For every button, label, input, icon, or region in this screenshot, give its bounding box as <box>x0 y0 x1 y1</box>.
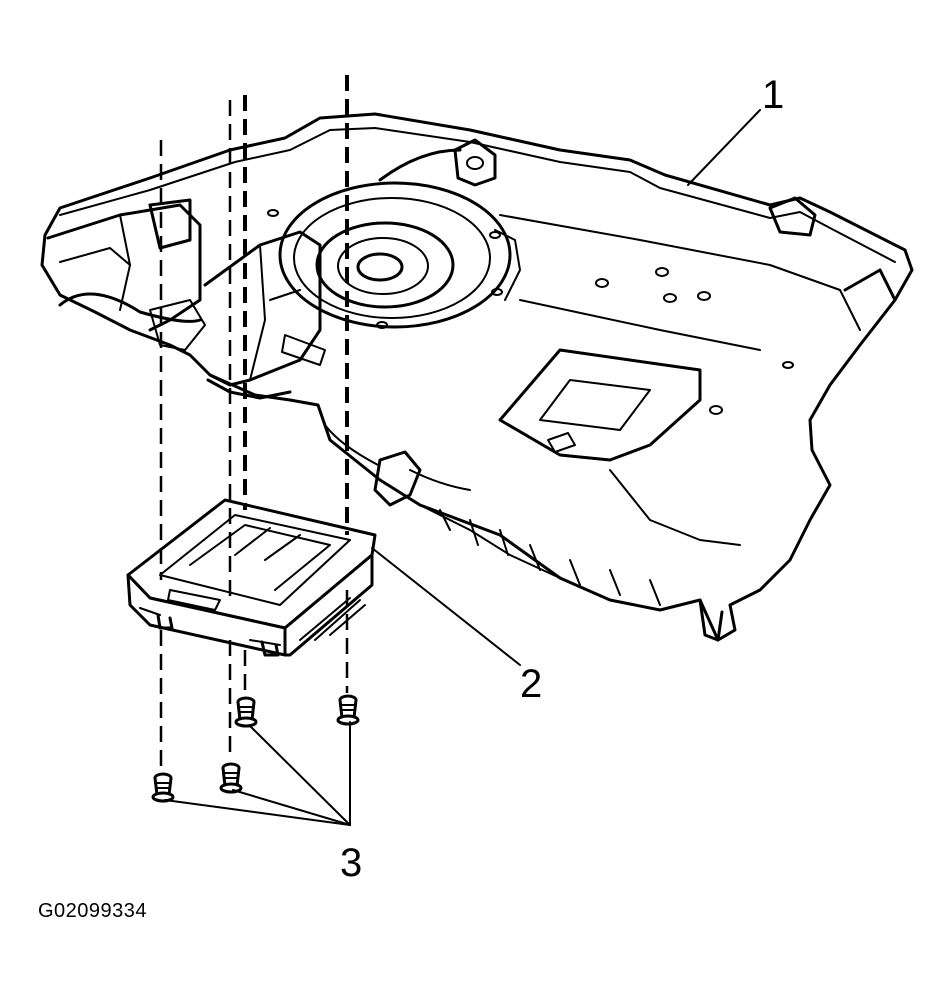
alignment-lines <box>159 75 349 770</box>
callout-3: 3 <box>340 841 362 885</box>
leader-lines <box>164 109 761 826</box>
screw-4 <box>336 694 360 726</box>
screw-1 <box>151 772 175 803</box>
callout-1: 1 <box>762 73 784 117</box>
screw-2 <box>219 762 243 794</box>
callout-2: 2 <box>520 662 542 706</box>
amplifier-module <box>126 498 377 657</box>
figure-id: G02099334 <box>38 900 148 922</box>
screw-set <box>151 694 360 803</box>
speaker <box>278 181 521 329</box>
rear-compartment-pan <box>40 112 914 642</box>
screw-3 <box>234 696 258 728</box>
